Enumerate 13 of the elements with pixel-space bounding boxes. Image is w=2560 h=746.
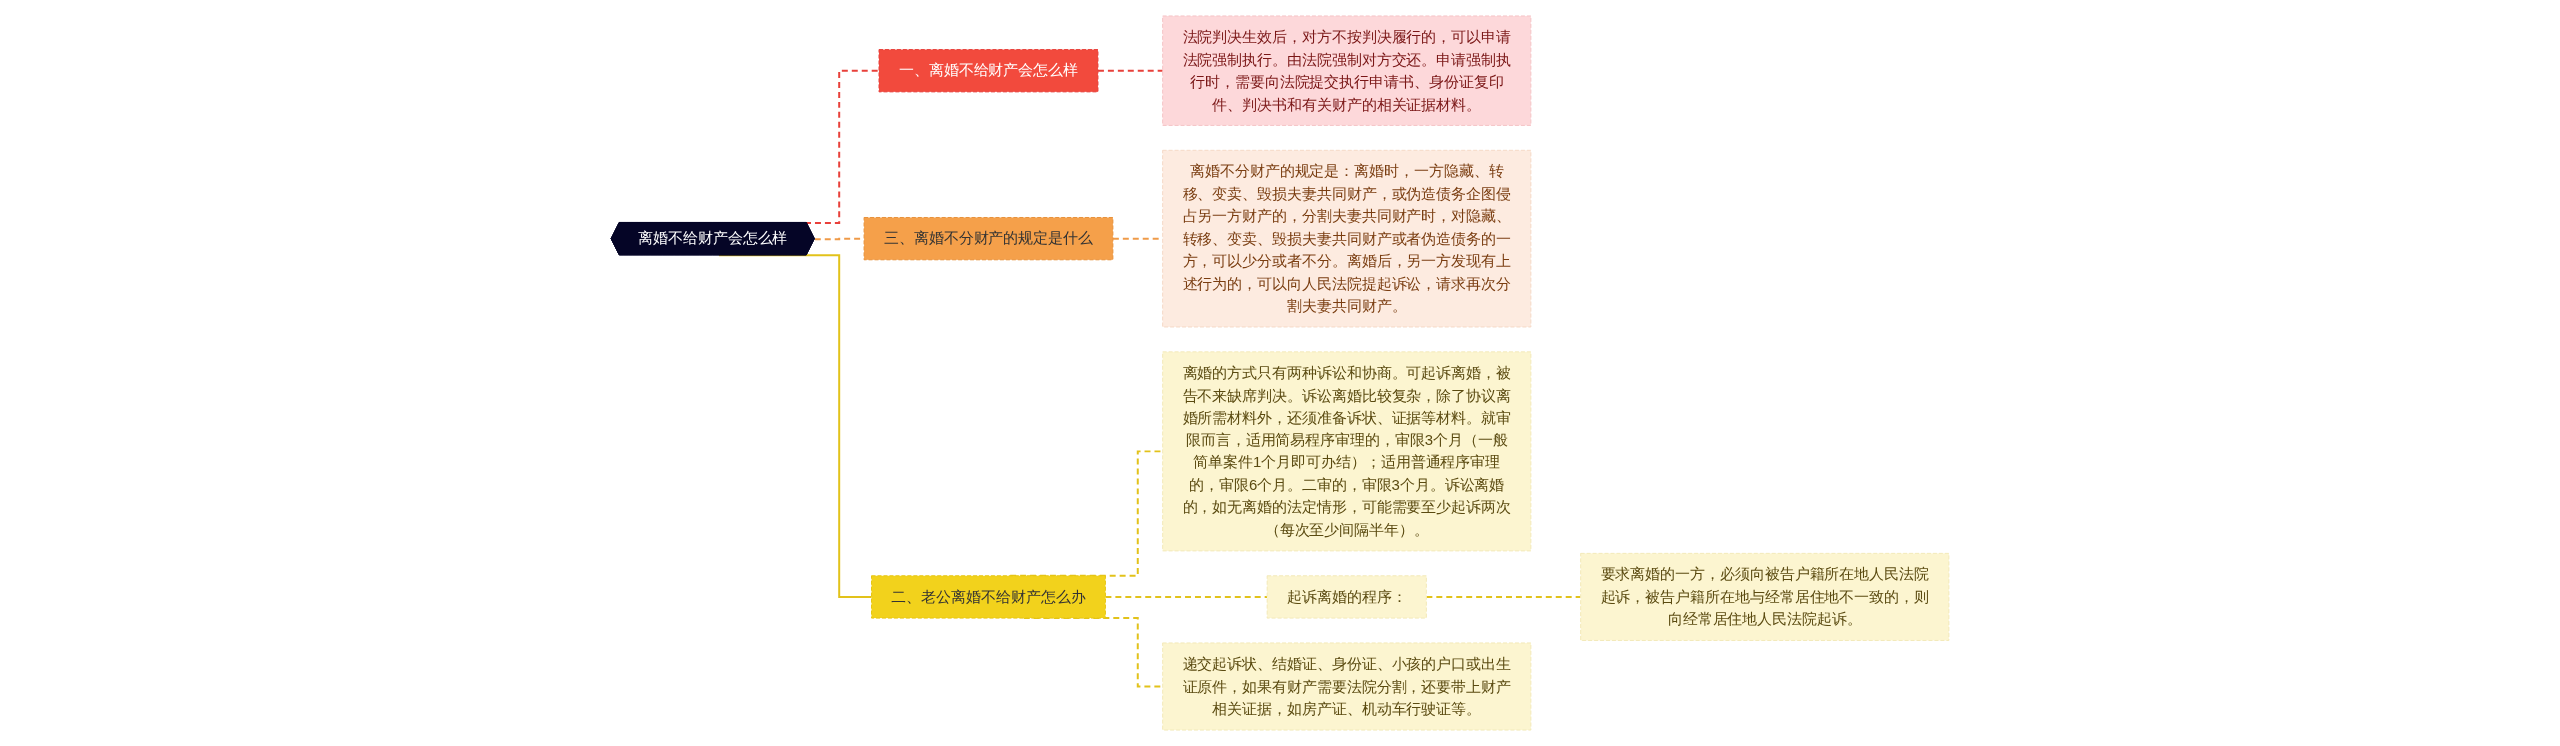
node-box: 法院判决生效后，对方不按判决履行的，可以申请法院强制执行。由法院强制对方交还。申请强制执行时，需要向法院提交执行申请书、身份证复印件、判决书和有关财产的相关证据材料。 [1162,15,1532,126]
node-box: 要求离婚的一方，必须向被告户籍所在地人民法院起诉，被告户籍所在地与经常居住地不一致的，则向经常居住地人民法院起诉。 [1580,552,1950,641]
node-box: 一、离婚不给财产会怎么样 [878,49,1099,93]
node-box: 离婚不分财产的规定是：离婚时，一方隐藏、转移、变卖、毁损夫妻共同财产，或伪造债务企图侵占另一方财产的，分割夫妻共同财产时，对隐藏、转移、变卖、毁损夫妻共同财产或者伪造债务的一方，可以少分或者不分。离婚后，另一方发现有上述行为的，可以向人民法院提起诉讼，请求再次分割夫妻共同财产。 [1162,149,1532,328]
connector [1096,69,1164,72]
node-box: 二、老公离婚不给财产怎么办 [871,575,1106,619]
connector [1425,595,1582,598]
node-box: 起诉离婚的程序： [1266,575,1427,619]
node-box: 离婚的方式只有两种诉讼和协商。可起诉离婚，被告不来缺席判决。诉讼离婚比较复杂，除了协议离婚所需材料外，还须准备诉状、证据等材料。就审限而言，适用简易程序审理的，审限3个月（一般简单案件1个月即可办结）；适用普通程序审理的，审限6个月。二审的，审限3个月。诉讼离婚的，如无离婚的法定情形，可能需要至少起诉两次（每次至少间隔半年）。 [1162,351,1532,552]
node-box: 三、离婚不分财产的规定是什么 [863,217,1114,261]
node-box: 递交起诉状、结婚证、身份证、小孩的户口或出生证原件，如果有财产需要法院分割，还要带上财产相关证据，如房产证、机动车行驶证等。 [1162,642,1532,731]
connector [717,254,873,598]
connector [1104,595,1269,598]
